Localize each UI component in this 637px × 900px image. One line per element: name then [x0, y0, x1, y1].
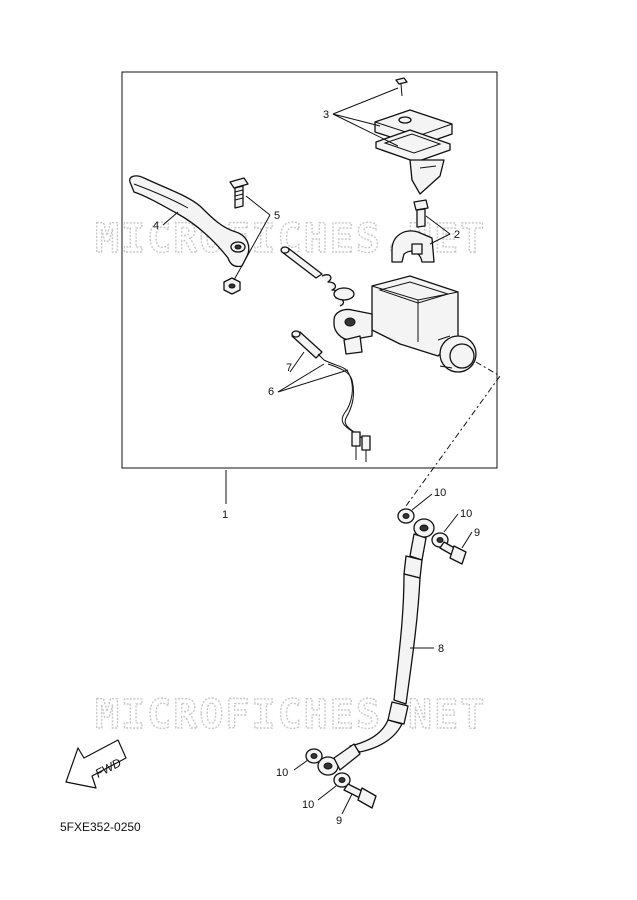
callout-lever-leader [162, 211, 179, 226]
pivot-bolt [229, 177, 249, 209]
callout-switch-leaders [277, 351, 349, 393]
union-bolt-bottom [343, 783, 377, 809]
callout-hose: 8 [438, 643, 444, 655]
callout-holder-leaders [425, 215, 451, 245]
callout-cap: 3 [323, 109, 329, 121]
callout-switch-wire: 6 [268, 386, 274, 398]
holder-clamp [391, 230, 435, 263]
callout-washer-bottom-b: 10 [302, 799, 314, 811]
brake-switch [291, 330, 325, 361]
washer-bottom-a [305, 748, 323, 764]
holder-bolts [413, 199, 429, 228]
washer-top-a [397, 508, 415, 524]
callout-bottom-leaders [293, 759, 353, 815]
callout-union-bolt-bottom: 9 [336, 815, 342, 827]
assembly-frame [121, 71, 498, 469]
callout-washer-bottom-a: 10 [276, 767, 288, 779]
callout-lever: 4 [153, 220, 159, 232]
master-cylinder-body [333, 275, 477, 373]
pivot-nut [223, 277, 241, 295]
callout-bolt-nut-leaders [233, 195, 271, 281]
callout-top-leaders [411, 493, 473, 549]
switch-wire [323, 359, 371, 462]
callout-cap-leaders [332, 87, 399, 147]
brake-hose [317, 518, 435, 776]
watermark-bottom: MICROFICHES.NET [95, 692, 486, 738]
alignment-line [405, 361, 501, 507]
figure-code: 5FXE352-0250 [60, 820, 141, 834]
union-bolt-top [439, 541, 467, 565]
callout-washer-top-a: 10 [434, 487, 446, 499]
callout-assembly: 1 [222, 509, 228, 521]
fwd-arrow-icon [65, 739, 127, 789]
callout-bolt-nut: 5 [274, 210, 280, 222]
callout-switch: 7 [286, 362, 292, 374]
washer-bottom-b [333, 772, 351, 788]
callout-union-bolt-top: 9 [474, 527, 480, 539]
callout-washer-top-b: 10 [460, 508, 472, 520]
brake-lever [129, 175, 250, 268]
callout-holder: 2 [454, 229, 460, 241]
piston-kit [280, 246, 355, 307]
reservoir-cap [374, 77, 453, 195]
